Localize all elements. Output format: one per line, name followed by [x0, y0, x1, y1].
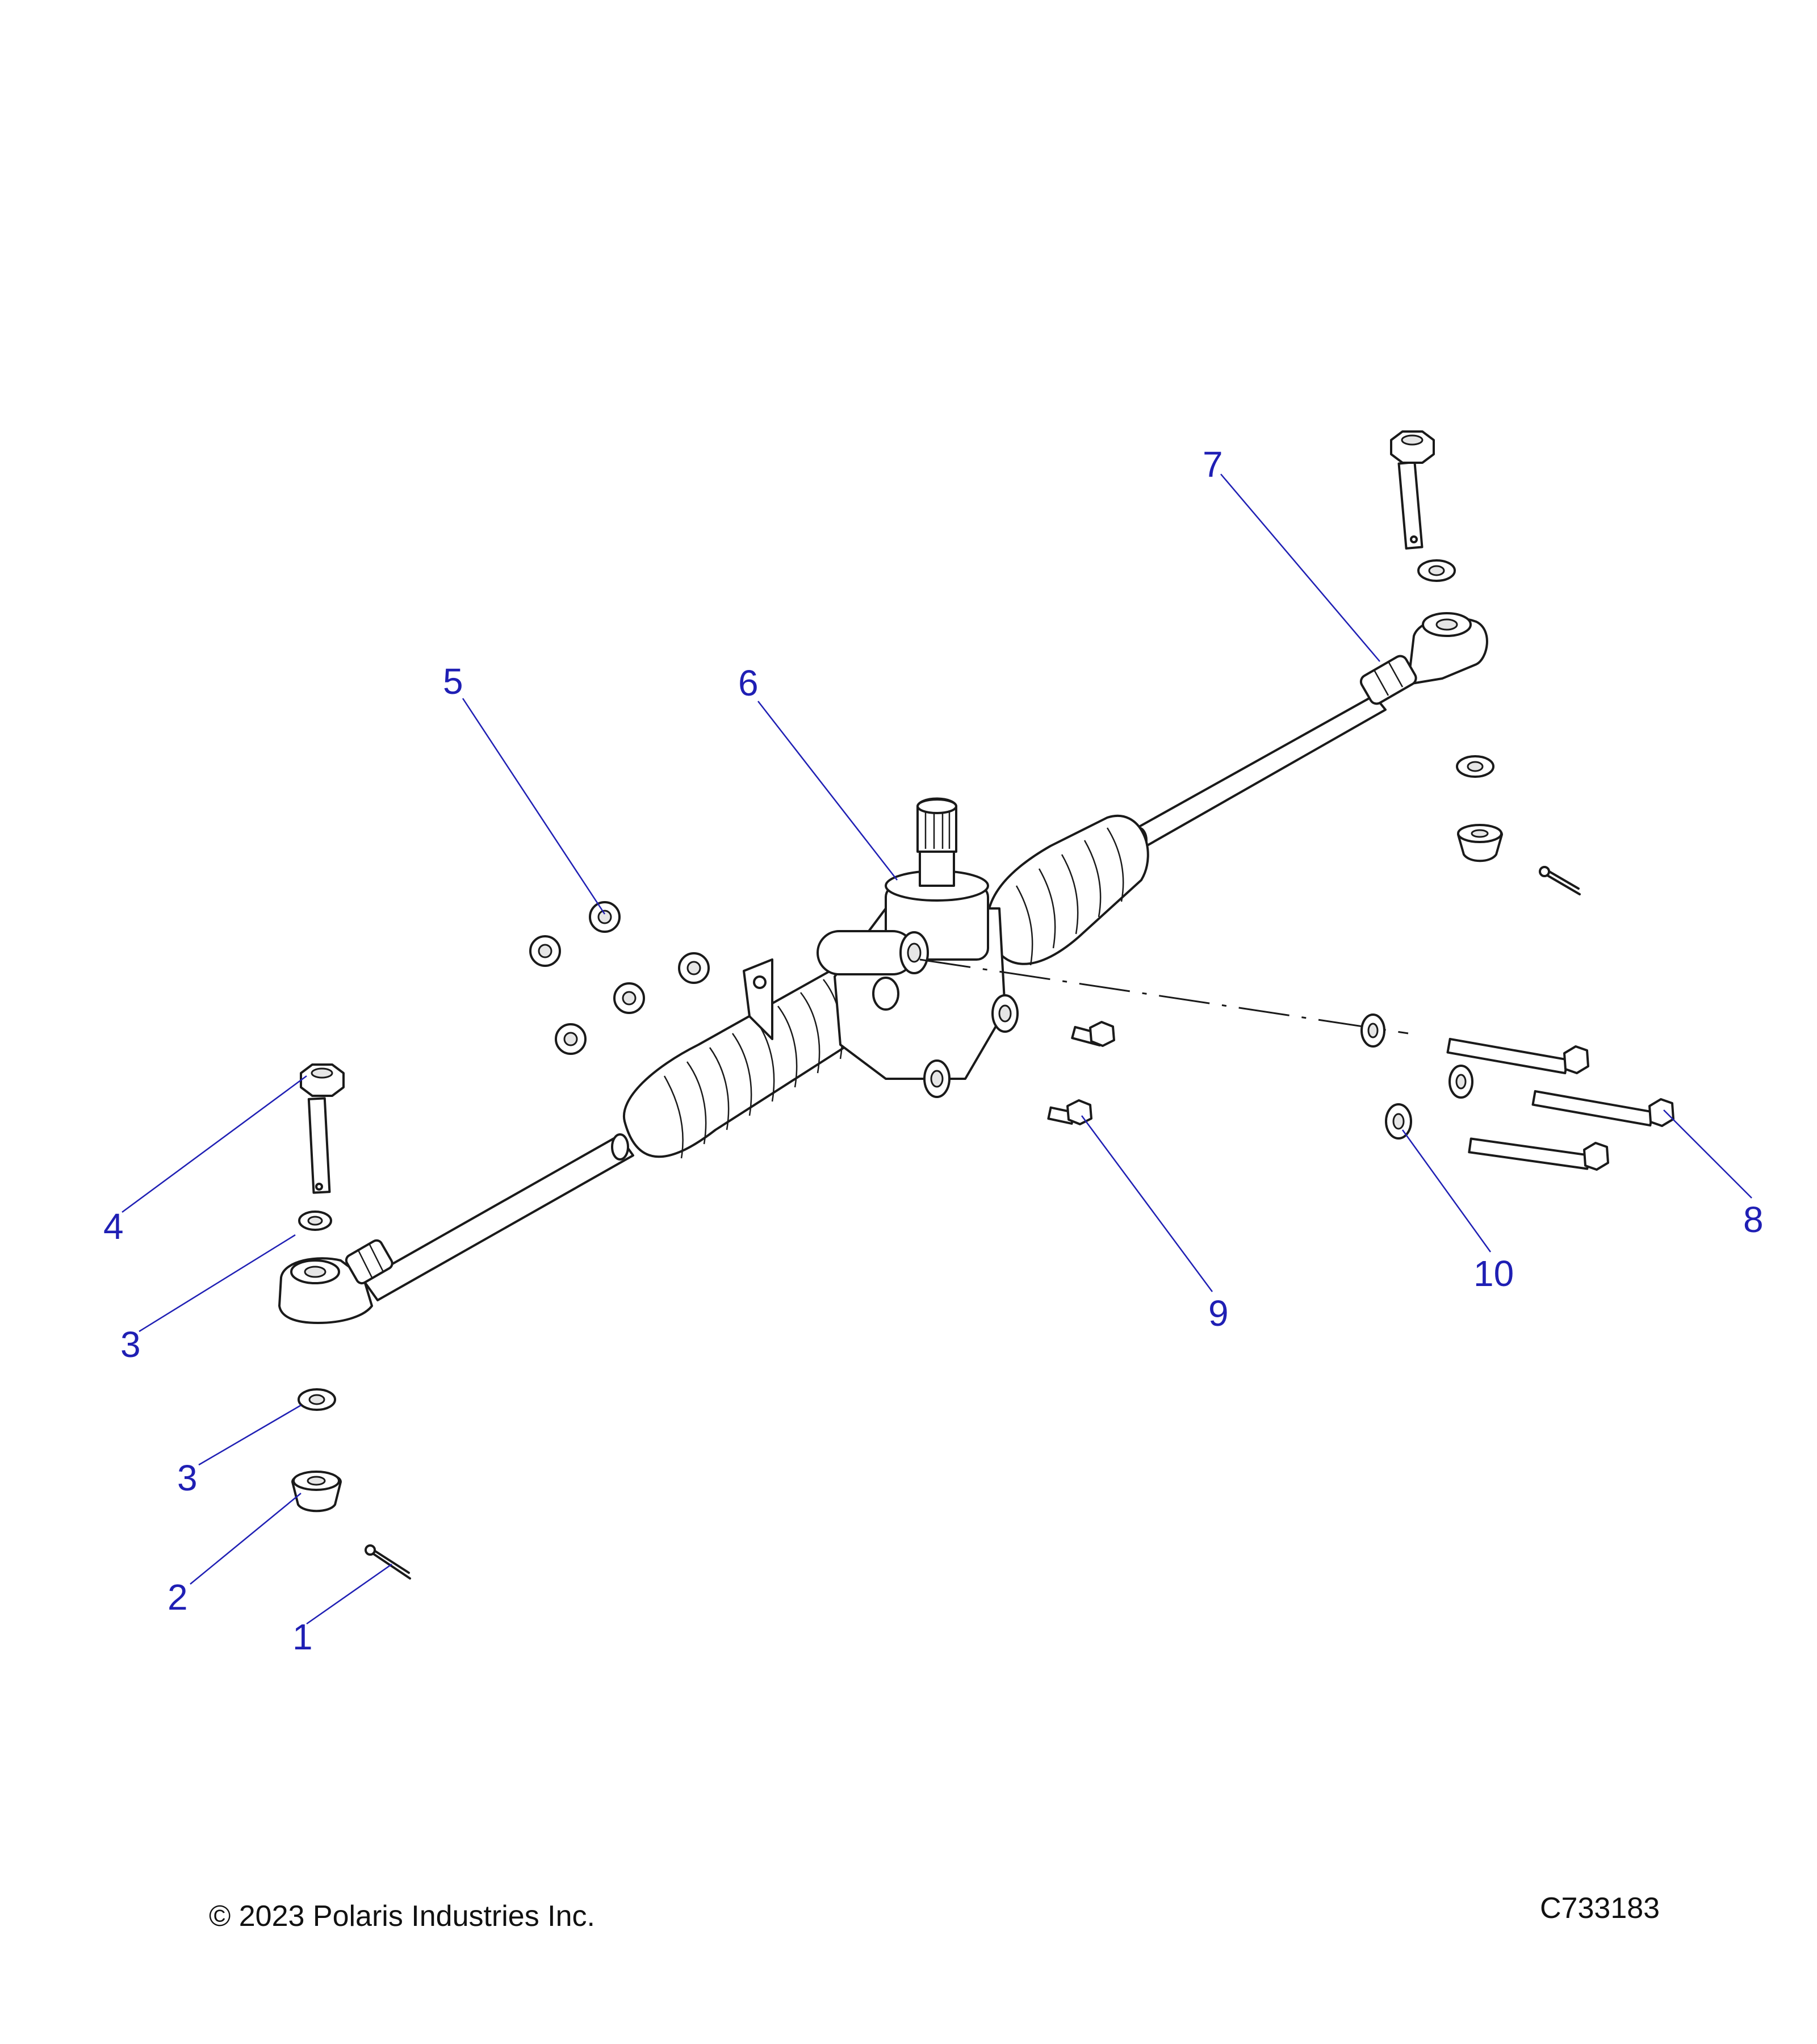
- left-bellows-boot: [622, 964, 875, 1159]
- rack-housing: [743, 797, 1019, 1098]
- leader-3b: [198, 1404, 302, 1466]
- right-bellows-boot: [986, 815, 1149, 966]
- leader-8: [1663, 1109, 1752, 1199]
- callout-1: 1: [292, 1616, 313, 1657]
- right-upper-washer: [1417, 559, 1456, 582]
- long-bolt: [1468, 1137, 1609, 1171]
- callout-6: 6: [738, 663, 759, 703]
- washer: [1448, 1065, 1473, 1099]
- leader-3a: [139, 1234, 296, 1333]
- callout-5: 5: [443, 661, 463, 702]
- right-tie-rod-end: [1359, 612, 1488, 705]
- flange-nut: [678, 952, 710, 984]
- callout-2: 2: [168, 1577, 188, 1618]
- leader-4: [122, 1075, 307, 1213]
- flange-nut: [555, 1023, 587, 1055]
- callout-4: 4: [103, 1206, 124, 1247]
- callout-7: 7: [1203, 444, 1223, 485]
- flange-nut: [529, 935, 561, 967]
- left-lower-washer: [298, 1388, 336, 1411]
- right-cotter-pin: [1539, 866, 1581, 895]
- flange-bolt-lower: [1047, 1099, 1092, 1125]
- copyright-text: © 2023 Polaris Industries Inc.: [209, 1900, 595, 1933]
- leader-2: [190, 1493, 302, 1585]
- leader-lines: [122, 474, 1752, 1625]
- right-lower-washer: [1456, 755, 1494, 778]
- left-upper-washer: [298, 1211, 332, 1231]
- leader-6: [757, 701, 898, 881]
- left-castle-nut: [291, 1471, 342, 1513]
- callout-3b: 3: [177, 1457, 198, 1498]
- washer: [1360, 1013, 1385, 1048]
- leader-10: [1401, 1129, 1492, 1253]
- drawing-number: C733183: [1540, 1892, 1660, 1925]
- flange-bolt-upper: [1071, 1021, 1115, 1047]
- flange-nuts: [529, 901, 710, 1055]
- callout-10: 10: [1473, 1253, 1514, 1294]
- right-castle-nut: [1457, 824, 1503, 862]
- leader-1: [306, 1563, 392, 1625]
- leader-7: [1220, 474, 1380, 662]
- flange-nut: [589, 901, 621, 933]
- leader-5: [462, 698, 606, 915]
- left-tie-rod-end: [278, 1239, 393, 1324]
- flange-nut: [613, 982, 645, 1014]
- callout-8: 8: [1743, 1199, 1764, 1240]
- callout-3a: 3: [120, 1324, 141, 1365]
- left-cotter-pin: [365, 1544, 411, 1580]
- callout-9: 9: [1208, 1293, 1229, 1334]
- callout-labels: 1 2 3 3 4 5 6 7 8 9 10: [103, 444, 1764, 1657]
- long-bolt: [1446, 1037, 1589, 1075]
- steering-rack-assembly: [362, 694, 1409, 1301]
- long-bolt: [1531, 1090, 1674, 1127]
- left-tie-rod-bolt: [300, 1063, 345, 1194]
- washer: [1385, 1103, 1412, 1140]
- leader-9: [1081, 1115, 1213, 1292]
- right-tie-rod-bolt: [1390, 430, 1435, 550]
